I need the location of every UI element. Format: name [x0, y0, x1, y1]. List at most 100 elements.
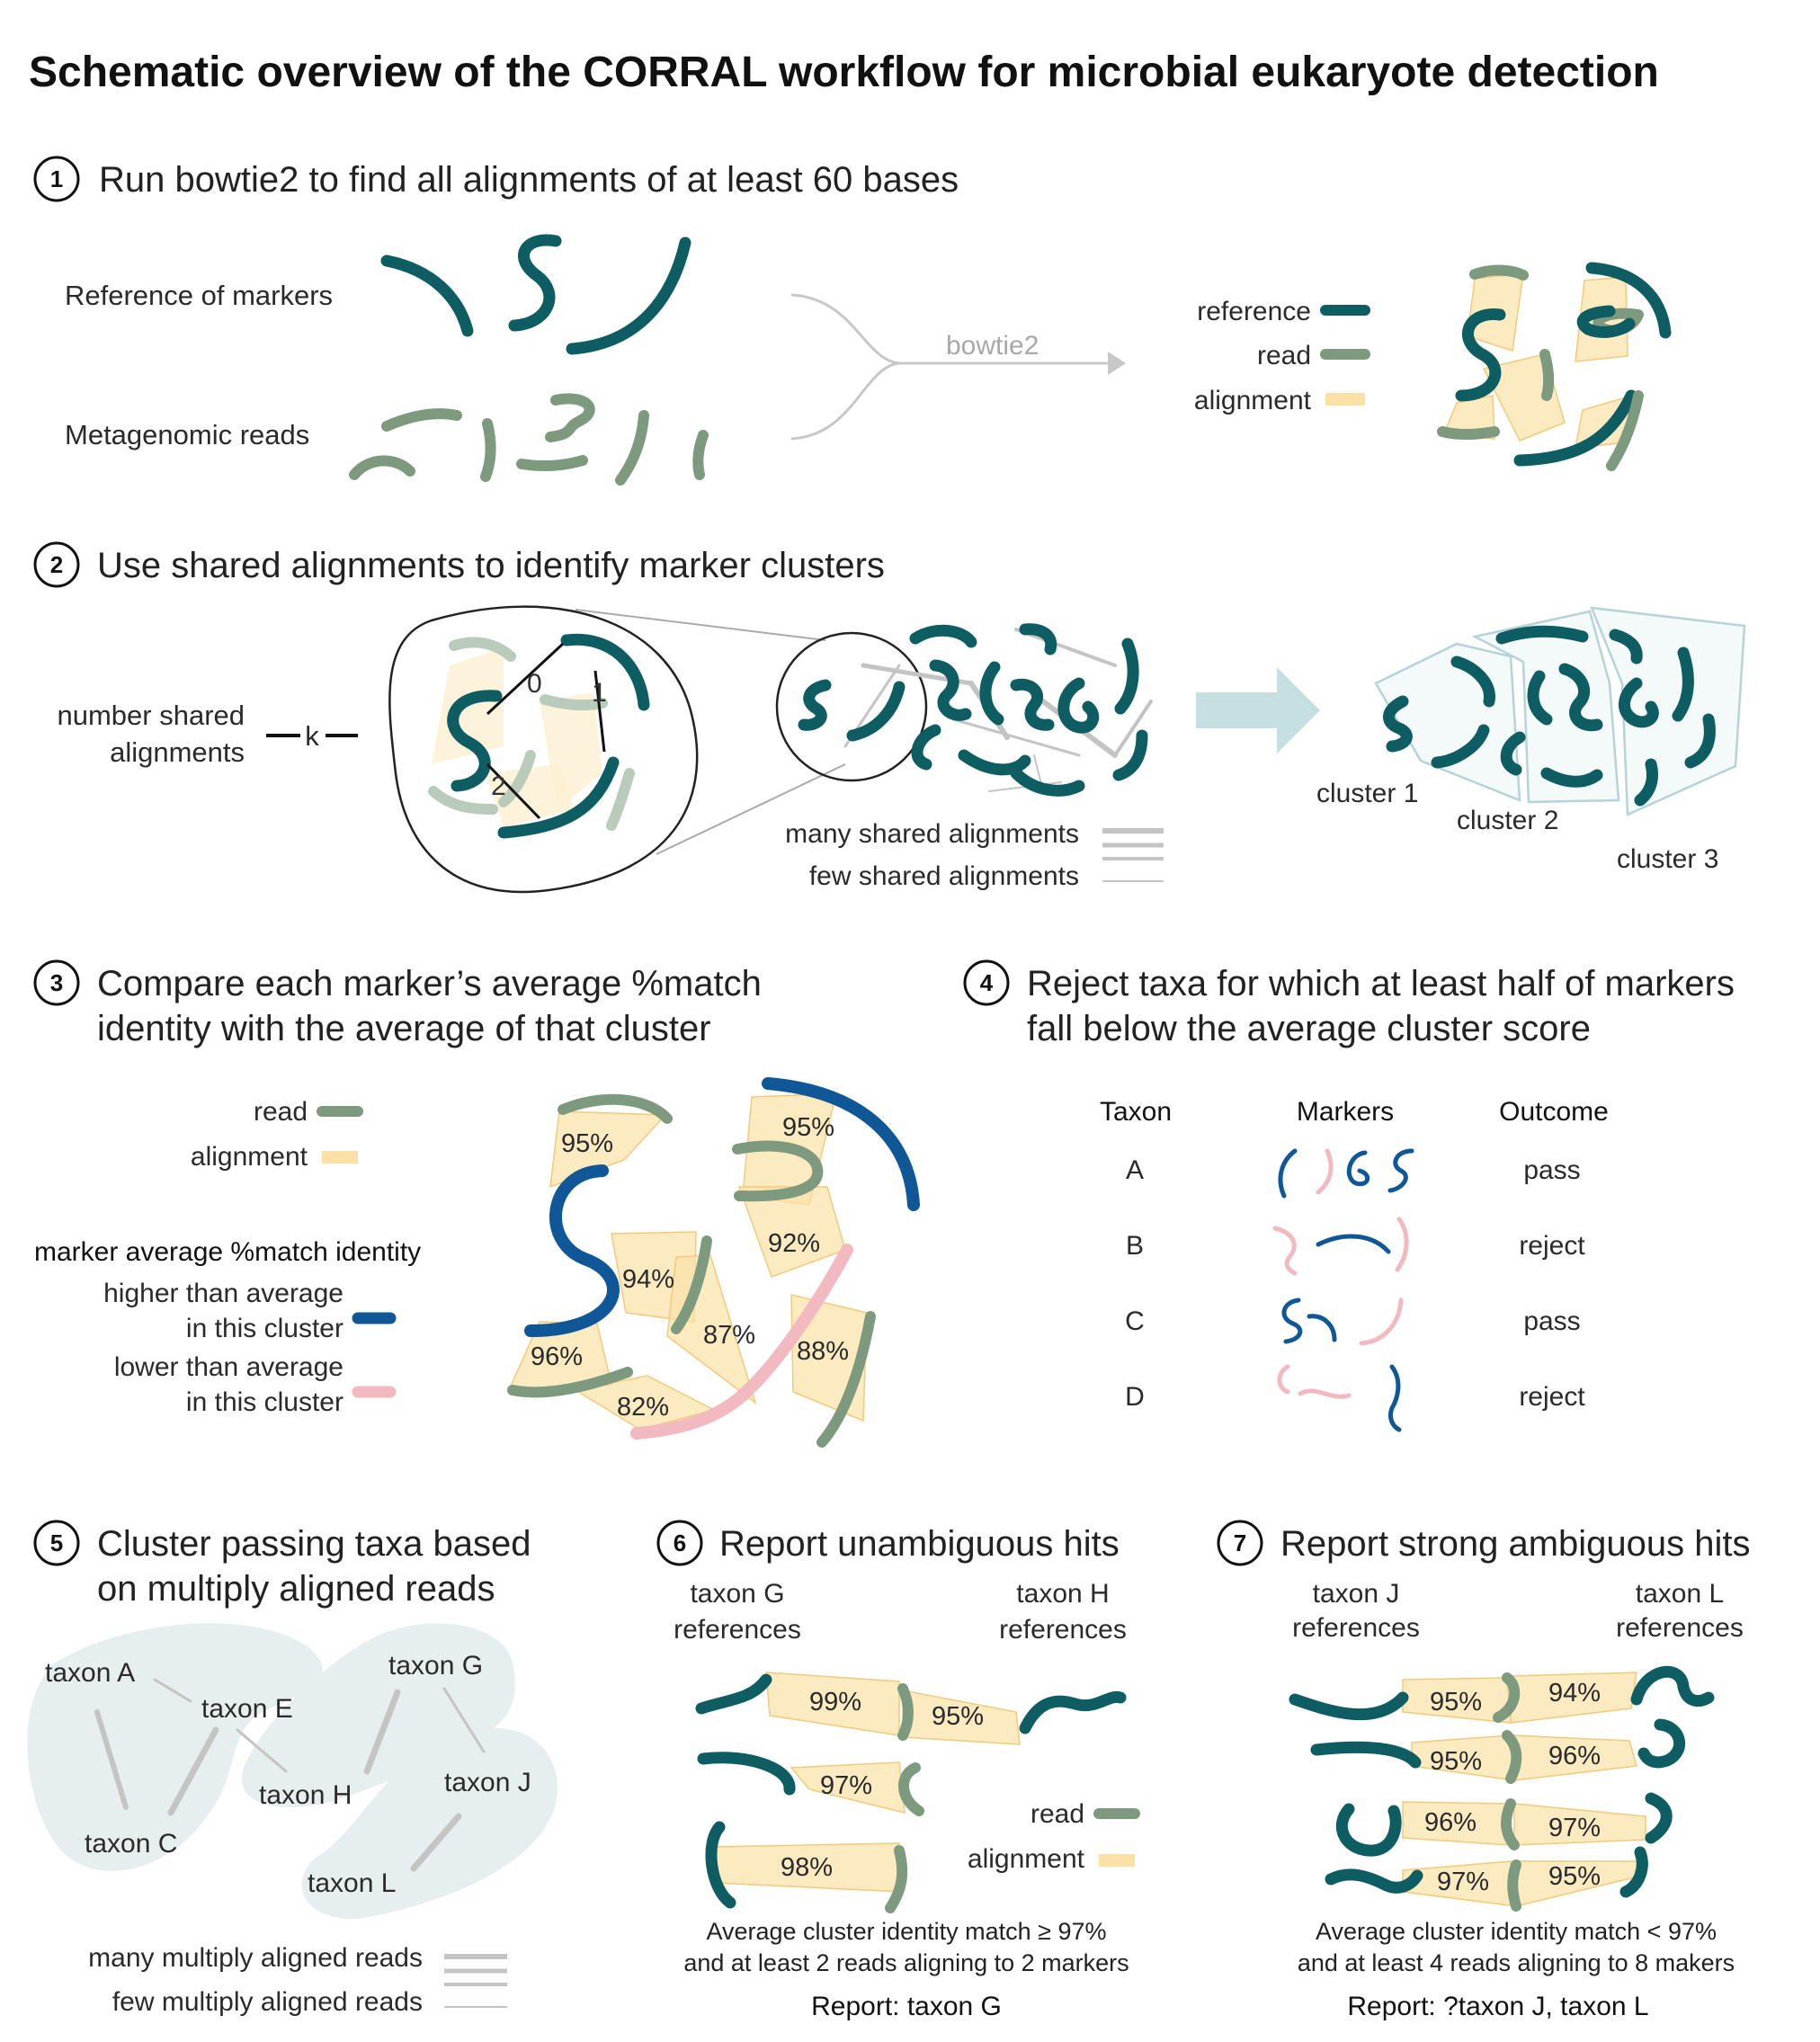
metagenomic-reads-strands [349, 393, 709, 486]
few-multiply-label: few multiply aligned reads [112, 1987, 423, 2017]
higher-label-1: higher than average [103, 1279, 343, 1308]
lower-label-1: lower than average [114, 1352, 343, 1382]
markers-row-c [1281, 1297, 1404, 1346]
pct-label-98: 98% [781, 1853, 833, 1882]
legend-alignment-label: alignment [1194, 386, 1312, 415]
step-4-heading-line-1: Reject taxa for which at least half of m… [1027, 964, 1735, 1003]
taxon-a-label: taxon A [45, 1658, 135, 1688]
step-4-panel: 4 Reject taxa for which at least half of… [963, 959, 1735, 1432]
cluster-blob-left [27, 1623, 323, 1871]
taxon-row-a: A [1126, 1155, 1144, 1185]
step-6-legend-alignment-label: alignment [968, 1844, 1085, 1874]
step-6-heading: Report unambiguous hits [719, 1524, 1120, 1564]
pct-label-95a: 95% [561, 1129, 613, 1158]
bowtie2-label: bowtie2 [946, 331, 1039, 361]
many-shared-label: many shared alignments [785, 819, 1079, 849]
edge-label-1: 1 [592, 678, 607, 708]
zoom-connector-bottom [656, 763, 846, 855]
lower-label-2: in this cluster [186, 1387, 343, 1417]
k-label: k [305, 720, 319, 752]
step-2-number: 2 [50, 551, 63, 578]
zoomed-marker-graphic [428, 633, 650, 839]
pct-label-j1: 95% [1430, 1688, 1482, 1717]
ambiguous-alignment-graphic [1289, 1665, 1715, 1912]
pct-label-94: 94% [622, 1265, 674, 1294]
network-zoom-oval [775, 631, 928, 782]
zoom-connector-top [575, 609, 826, 641]
taxon-row-c: C [1125, 1306, 1145, 1336]
step-7-number-circle [1217, 1520, 1263, 1566]
taxon-h-references-1: taxon H [1016, 1579, 1109, 1609]
pct-label-87: 87% [703, 1321, 755, 1350]
taxon-g-references-2: references [674, 1615, 801, 1645]
cluster-blob-right [241, 1623, 558, 1919]
higher-label-2: in this cluster [186, 1314, 343, 1343]
shared-alignments-legend-lines [1102, 828, 1164, 882]
legend-reference-label: reference [1197, 297, 1311, 326]
taxon-h-references-2: references [999, 1615, 1127, 1645]
step-5-heading-line-2: on multiply aligned reads [97, 1569, 495, 1609]
taxon-l-references-1: taxon L [1636, 1579, 1724, 1609]
step-6-legend-alignment-swatch [1099, 1854, 1135, 1867]
edge-label-0: 0 [527, 669, 542, 699]
taxon-e-label: taxon E [201, 1694, 293, 1724]
pct-label-88: 88% [797, 1337, 849, 1366]
cluster-arrow [1196, 667, 1320, 753]
step-5-heading-line-1: Cluster passing taxa based [97, 1524, 531, 1564]
step-3-heading-line-2: identity with the average of that cluste… [97, 1009, 711, 1048]
cluster-3-label: cluster 3 [1617, 844, 1718, 874]
markers-row-a [1278, 1148, 1414, 1199]
zoom-bubble [388, 605, 699, 894]
step-6-report: Report: taxon G [811, 1992, 1002, 2021]
bowtie2-arrow [790, 293, 1126, 441]
step-6-criteria-2: and at least 2 reads aligning to 2 marke… [683, 1949, 1129, 1976]
legend-alignment-swatch [1325, 393, 1365, 406]
step-5-number-circle [33, 1520, 80, 1566]
cluster-2-label: cluster 2 [1457, 806, 1558, 835]
reference-markers-label: Reference of markers [65, 280, 333, 311]
step-2-number-circle [33, 541, 80, 588]
step-7-report: Report: ?taxon J, taxon L [1347, 1992, 1648, 2021]
many-multiply-label: many multiply aligned reads [88, 1943, 423, 1973]
markers-row-b [1272, 1217, 1409, 1276]
step-7-criteria-1: Average cluster identity match < 97% [1316, 1918, 1717, 1945]
taxon-c-label: taxon C [85, 1829, 177, 1859]
taxon-g-label: taxon G [388, 1651, 483, 1681]
step-3-legend-read-label: read [254, 1097, 308, 1127]
step-3-heading-line-1: Compare each marker’s average %match [97, 964, 762, 1003]
step-1-number: 1 [50, 165, 63, 192]
step-6-number-circle [656, 1520, 703, 1566]
pct-label-j4: 97% [1437, 1868, 1489, 1896]
step-5-number: 5 [50, 1529, 63, 1556]
marker-clusters-graphic [1374, 606, 1746, 816]
pct-label-92: 92% [768, 1229, 820, 1258]
pct-label-l3: 97% [1548, 1814, 1601, 1842]
step-2-panel: 2 Use shared alignments to identify mark… [33, 541, 1746, 894]
pct-label-82: 82% [617, 1393, 669, 1422]
shared-alignments-label-1: number shared [57, 700, 245, 731]
step-1-panel: 1 Run bowtie2 to find all alignments of … [33, 156, 1672, 486]
step-4-number-circle [963, 959, 1010, 1006]
step-7-panel: 7 Report strong ambiguous hits taxon J r… [1217, 1520, 1751, 2021]
few-shared-label: few shared alignments [809, 861, 1079, 891]
cluster-1-label: cluster 1 [1316, 779, 1418, 808]
reference-markers-strands [380, 234, 691, 355]
step-7-number: 7 [1234, 1529, 1246, 1556]
markers-column-header: Markers [1297, 1097, 1394, 1127]
step-7-criteria-2: and at least 4 reads aligning to 8 maker… [1298, 1949, 1735, 1976]
figure-title: Schematic overview of the CORRAL workflo… [29, 49, 1659, 96]
pct-label-99: 99% [809, 1688, 861, 1717]
step-1-number-circle [33, 156, 80, 202]
step-6-panel: 6 Report unambiguous hits taxon G refere… [656, 1520, 1140, 2021]
taxon-row-d: D [1125, 1382, 1145, 1412]
step-6-legend-read-label: read [1030, 1799, 1084, 1829]
shared-alignments-label-2: alignments [110, 736, 245, 768]
step-6-number: 6 [674, 1529, 686, 1556]
unambiguous-alignment-graphic [695, 1672, 1127, 1913]
taxon-h-label: taxon H [259, 1780, 352, 1810]
step-5-panel: 5 Cluster passing taxa based on multiply… [27, 1520, 558, 2017]
step-6-criteria-1: Average cluster identity match ≥ 97% [706, 1918, 1106, 1945]
step-3-legend-alignment-label: alignment [191, 1142, 308, 1172]
outcome-row-d: reject [1519, 1382, 1585, 1412]
